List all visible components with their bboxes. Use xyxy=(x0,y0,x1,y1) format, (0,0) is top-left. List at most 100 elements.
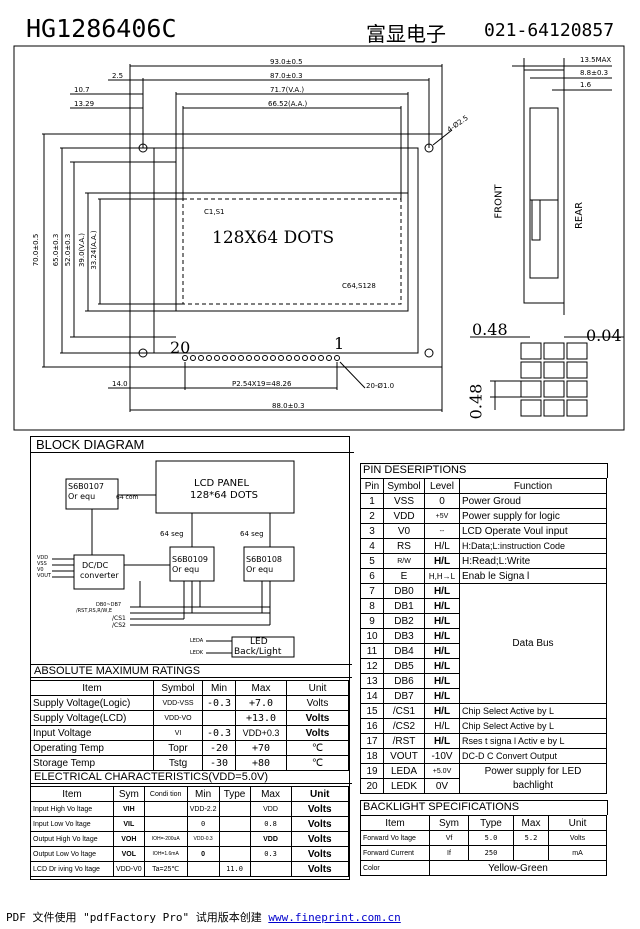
cell: If xyxy=(429,845,469,861)
cell: 14 xyxy=(360,688,384,704)
cell xyxy=(218,831,251,847)
power-pin-vdd: VDD xyxy=(37,555,49,561)
cell: Yellow-Green xyxy=(429,860,607,876)
cell: 2 xyxy=(360,508,384,524)
cell: H/L xyxy=(424,643,460,659)
side-dim-pcb: 1.6 xyxy=(580,81,592,89)
footer-text: PDF 文件使用 "pdfFactory Pro" 试用版本创建 xyxy=(6,911,269,924)
corner-label-top: C1,S1 xyxy=(204,208,225,216)
cell: VOL xyxy=(113,846,145,862)
phone-number: 021-64120857 xyxy=(484,20,615,41)
elec-title: ELECTRICAL CHARACTERISTICS(VDD=5.0V) xyxy=(30,771,352,784)
dots-label: 128X64 DOTS xyxy=(212,228,335,248)
pin-1-label: 1 xyxy=(334,334,345,353)
cell: IOH=-200uA xyxy=(143,831,188,847)
cell: 8 xyxy=(360,598,384,614)
cell: DB7 xyxy=(383,688,425,704)
cell: -0.3 xyxy=(202,695,236,711)
col-min: Min xyxy=(186,786,220,802)
pixel-gap: 0.04 xyxy=(586,326,622,345)
cell: 11.0 xyxy=(218,861,251,877)
cell: VDD-VSS xyxy=(153,695,203,711)
cell: Volts xyxy=(290,831,350,847)
block-diagram xyxy=(52,460,295,658)
cell: DC-D C Convert Output xyxy=(459,748,607,764)
model-number: HG1286406C xyxy=(26,14,177,43)
cell: Chip Select Active by L xyxy=(459,703,607,719)
cell xyxy=(143,801,188,817)
cell: LCD Operate Voul input xyxy=(459,523,607,539)
cell: DB4 xyxy=(383,643,425,659)
cell: VIL xyxy=(113,816,145,832)
cell: DB1 xyxy=(383,598,425,614)
dim-left-13-29: 13.29 xyxy=(74,100,95,108)
led-pin-ledk: LEDK xyxy=(190,650,204,656)
cell: 5.2 xyxy=(513,830,549,846)
cell: DB6 xyxy=(383,673,425,689)
col-item: Item xyxy=(30,786,114,802)
cell: 13 xyxy=(360,673,384,689)
led-box-label: LED xyxy=(250,637,268,647)
dim-width-va: 71.7(V.A.) xyxy=(270,86,305,94)
side-front-label: FRONT xyxy=(493,184,505,219)
cell: 0V xyxy=(424,778,460,794)
table-header-row: Item Sym Type Max Unit xyxy=(360,815,607,831)
col-level: Level xyxy=(424,478,460,494)
cell: Topr xyxy=(153,740,203,756)
dcdc-converter-label: converter xyxy=(80,571,119,580)
cell: 250 xyxy=(468,845,514,861)
cell: -30 xyxy=(202,755,236,771)
cell: Volts xyxy=(286,695,349,711)
cell: H/L xyxy=(424,538,460,554)
cell xyxy=(218,801,251,817)
cell: VIH xyxy=(113,801,145,817)
table-header-row: Item Symbol Min Max Unit xyxy=(30,680,349,696)
led-pin-leda: LEDA xyxy=(190,638,204,644)
cell: 17 xyxy=(360,733,384,749)
bus-pin-db: DB0~DB7 xyxy=(96,602,122,608)
cell: VDD-VO xyxy=(153,710,203,726)
cell xyxy=(218,816,251,832)
footer-link[interactable]: www.fineprint.com.cn xyxy=(268,911,401,924)
cell: H/L xyxy=(424,733,460,749)
power-pin-vss: VSS xyxy=(37,561,47,567)
cell: IOH=1.6mA xyxy=(143,846,188,862)
cell: Power supply for logic xyxy=(459,508,607,524)
cell: 5.0 xyxy=(468,830,514,846)
dim-height-va: 39.0(V.A.) xyxy=(78,232,86,268)
cell: H/L xyxy=(424,703,460,719)
cell: Forward Vo ltage xyxy=(360,830,430,846)
col-sym: Sym xyxy=(113,786,145,802)
table-header-row: Pin Symbol Level Function xyxy=(360,478,607,494)
col-symbol: Symbol xyxy=(153,680,203,696)
col-condition: Condi tion xyxy=(143,786,188,802)
col-pin: Pin xyxy=(360,478,384,494)
cell: Color xyxy=(360,860,430,876)
cell: 9 xyxy=(360,613,384,629)
cell: Input Low Vo ltage xyxy=(30,816,114,832)
cell: 16 xyxy=(360,718,384,734)
cell: LCD Dr iving Vo ltage xyxy=(30,861,114,877)
dim-height-outer: 70.0±0.5 xyxy=(32,233,40,267)
cell: +7.0 xyxy=(235,695,287,711)
cell: LEDA xyxy=(383,763,425,779)
cell: H/L xyxy=(424,658,460,674)
table-header-row: Item Sym Condi tion Min Type Max Unit xyxy=(30,786,350,802)
cell: -0.3 xyxy=(202,725,236,741)
cell: VOH xyxy=(113,831,145,847)
driver1-label: S6B0109 xyxy=(172,555,209,564)
col-symbol: Symbol xyxy=(383,478,425,494)
cell: 5 xyxy=(360,553,384,569)
